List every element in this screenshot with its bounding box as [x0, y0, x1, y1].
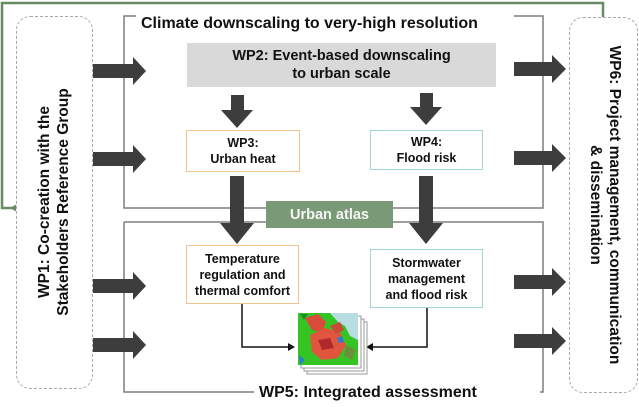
wp3-box: WP3: Urban heat [186, 130, 300, 172]
temperature-line3: thermal comfort [194, 283, 291, 298]
wp1-stakeholders-box [16, 16, 93, 389]
wp1-label-line1: WP1: Co-creation with the [36, 105, 53, 299]
arrow-wp1-to-upper-1 [93, 57, 146, 85]
arrow-lower-to-wp6-1 [514, 268, 566, 296]
feedback-arrowhead [10, 204, 17, 212]
connector-stormwater-to-map [369, 308, 428, 348]
temperature-line2: regulation and [199, 267, 286, 282]
arrow-wp2-to-wp4 [410, 93, 442, 125]
wp3-label-line1: WP3: [227, 136, 259, 150]
arrow-wp1-to-upper-2 [93, 145, 146, 173]
stormwater-line3: and flood risk [385, 287, 468, 302]
urban-map-stack-icon [298, 313, 368, 375]
wp4-label-line2: Flood risk [396, 151, 457, 165]
urban-atlas-badge: Urban atlas [266, 201, 393, 228]
wp4-label-line1: WP4: [410, 135, 443, 149]
arrow-wp1-to-lower-2 [93, 331, 146, 359]
lower-section-title: WP5: Integrated assessment [256, 384, 480, 402]
temperature-line1: Temperature [205, 251, 280, 266]
wp1-label-line2: Stakeholders Reference Group [55, 88, 72, 316]
wp6-label: WP6: Project management, communication &… [586, 46, 624, 365]
stormwater-line1: Stormwater [392, 255, 461, 270]
wp1-label: WP1: Co-creation with the Stakeholders R… [35, 88, 73, 315]
arrow-wp3-to-temperature [220, 176, 254, 244]
stormwater-management-box: Stormwater management and flood risk [370, 249, 483, 308]
wp2-label-line1: WP2: Event-based downscaling [232, 48, 451, 64]
arrow-wp4-to-stormwater [409, 176, 443, 244]
wp6-label-line2: & dissemination [587, 145, 604, 265]
wp6-label-line1: WP6: Project management, communication [606, 45, 623, 365]
arrow-wp2-to-wp3 [221, 95, 253, 128]
arrow-lower-to-wp6-2 [514, 327, 566, 355]
feedback-loop-line [0, 1, 605, 210]
lower-section-frame [123, 222, 254, 393]
arrow-wp1-to-lower-1 [93, 272, 146, 300]
connector-arrowhead-left [288, 343, 295, 351]
wp4-box: WP4: Flood risk [370, 130, 483, 170]
wp6-management-box [569, 17, 638, 393]
stormwater-line2: management [387, 271, 466, 286]
wp2-label-line2: to urban scale [292, 66, 391, 82]
upper-section-title: Climate downscaling to very-high resolut… [139, 15, 480, 33]
wp2-box: WP2: Event-based downscaling to urban sc… [187, 43, 496, 87]
wp3-label-line2: Urban heat [210, 152, 276, 166]
temperature-regulation-box: Temperature regulation and thermal comfo… [186, 245, 299, 304]
arrow-upper-to-wp6-1 [514, 55, 566, 83]
connector-temperature-to-map [241, 304, 292, 348]
connector-arrowhead-right [366, 343, 373, 351]
arrow-upper-to-wp6-2 [514, 144, 566, 172]
